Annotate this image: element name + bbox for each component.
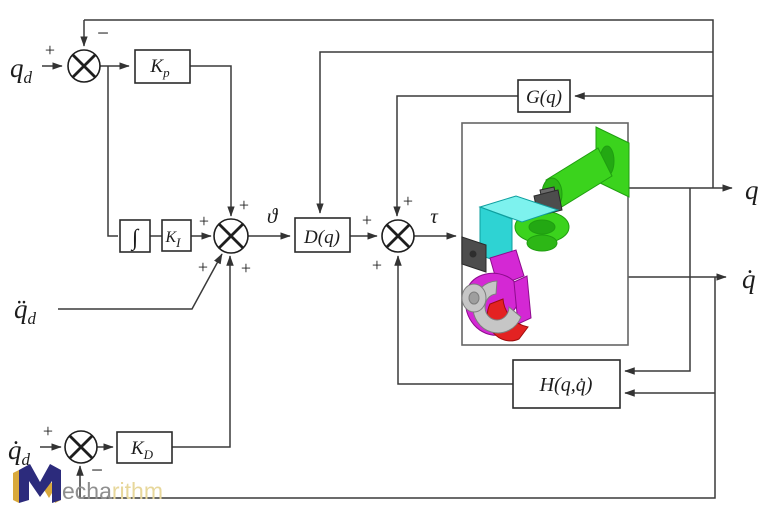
position-error-junction [67, 49, 101, 83]
kd-label: K [130, 438, 145, 459]
svg-text:KI: KI [164, 229, 181, 250]
ki-block: KI [161, 219, 192, 252]
logo-m-mark [19, 464, 61, 503]
q-output-label: q [745, 175, 759, 205]
qdot-feedback-line [76, 277, 716, 499]
logo-gold-left [13, 470, 19, 503]
sum2-top-plus: + [403, 191, 413, 211]
gq-to-sum2-line [393, 95, 518, 217]
connectors [40, 19, 733, 499]
integrator-block: ∫ [119, 219, 151, 253]
inertia-matrix-block: D(q) [294, 217, 351, 253]
robot-motor-detail [469, 250, 477, 258]
kd-block: KD [116, 431, 173, 464]
q-to-hq-line [624, 188, 691, 375]
dq-label: D(q) [303, 227, 340, 248]
velocity-error-junction [64, 430, 98, 464]
kp-label: K [149, 56, 164, 77]
j1-plus-sign: + [45, 40, 55, 60]
sum-top-plus: + [239, 195, 249, 215]
sum-diag-plus: + [198, 257, 208, 277]
gravity-block: G(q) [517, 79, 571, 113]
robot-gray-hub [468, 291, 480, 305]
sum2-left-plus: + [362, 210, 372, 230]
j1-minus-sign: − [97, 21, 109, 45]
svg-text:KD: KD [130, 438, 154, 462]
kd-sub: D [143, 447, 154, 462]
qdotd-label: q̇d [8, 435, 31, 469]
qdd-label: q̈d [14, 294, 37, 328]
sum-bottom-plus: + [241, 258, 251, 278]
blocks: Kp ∫ KI KD D(q) G(q) H(q,q̇) [116, 49, 621, 464]
j3-plus-sign: + [43, 421, 53, 441]
summing-junctions [64, 49, 415, 464]
hq-to-sum2-line [394, 255, 513, 385]
svg-text:Kp: Kp [149, 56, 170, 80]
kp-to-sum-line [190, 65, 235, 217]
coriolis-block: H(q,q̇) [512, 359, 621, 409]
robot-arm-illustration [461, 126, 630, 342]
ki-label: K [164, 229, 177, 246]
qdd-feedforward-line [58, 253, 223, 310]
j3-minus-sign: − [91, 458, 103, 482]
robot-plant-box [461, 122, 630, 346]
branch-to-integrator-line [107, 66, 118, 237]
theta-label: ϑ [267, 204, 279, 228]
mecharithm-logo: echarithm [13, 464, 163, 504]
robot-joint-hub [528, 219, 556, 235]
robot-joint-boss [526, 234, 558, 252]
kp-block: Kp [134, 49, 191, 84]
signal-labels: qd q̈d q̇d ϑ τ q q̇ [8, 53, 759, 469]
logo-wordmark: echarithm [62, 478, 163, 504]
integrator-label: ∫ [130, 225, 140, 252]
hq-label: H(q,q̇) [539, 374, 593, 396]
kd-to-sum-line [172, 255, 234, 448]
pid-summing-junction [213, 218, 249, 254]
sum2-bottom-plus: + [372, 255, 382, 275]
gq-label: G(q) [526, 87, 562, 108]
qd-label: qd [10, 53, 33, 87]
q-feedback-top-line [84, 19, 714, 188]
torque-summing-junction [381, 219, 415, 253]
junction-signs: + − + + + + + + + + − [43, 21, 413, 482]
ki-sub: I [175, 235, 181, 250]
robot-magenta-blade [513, 275, 532, 325]
qdot-output-label: q̇ [742, 264, 756, 294]
q-to-dq-line [316, 51, 713, 214]
kp-sub: p [162, 65, 170, 80]
tau-label: τ [430, 204, 439, 228]
sum-left-plus: + [199, 211, 209, 231]
